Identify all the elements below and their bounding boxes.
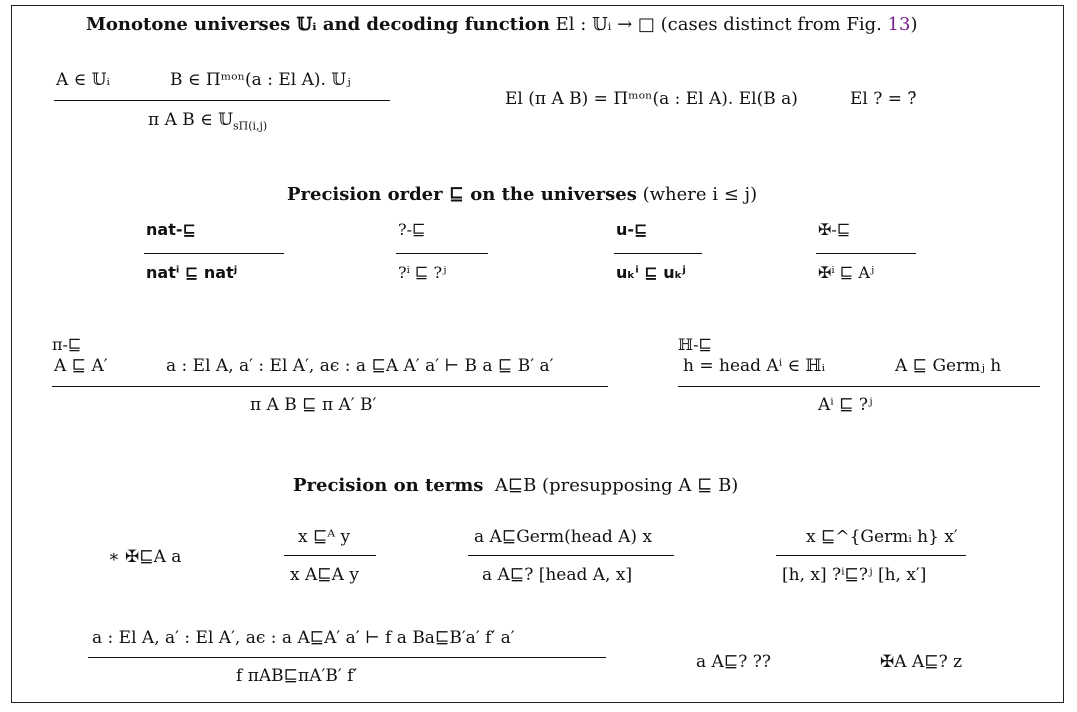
rule-err-name: ✠-⊑ [818,220,851,239]
term-germ-bar [468,555,674,556]
figure-ref-link[interactable]: 13 [887,14,911,35]
rule-u-bar [614,253,702,254]
term-err-unknown: ✠A A⊑? z [880,652,963,672]
eq-el-unknown: El ? = ?̄ [850,89,917,109]
rule-pi-prec-premise2: a : El A, a′ : El A′, aϵ : a ⊑A A′ a′ ⊢ … [166,356,554,376]
term-fun-premise: a : El A, a′ : El A′, aϵ : a A⊑A′ a′ ⊢ f… [92,628,515,648]
rule-pi-premise1: A ∈ 𝕌ᵢ [56,70,110,90]
rule-nat-bar [144,253,284,254]
rule-pi-prec-conclusion: π A B ⊑ π A′ B′ [250,395,377,415]
eq-el-pi: El (π A B) = Πᵐᵒⁿ(a : El A). El(B a) [505,89,798,109]
term-germ-premise: a A⊑Germ(head A) x [474,527,653,547]
rule-pi-prec-name: π-⊑ [52,335,82,354]
term-germ-conclusion: a A⊑? [head A, x] [482,565,633,585]
rule-u-name: u-⊑ [616,220,648,239]
term-fun-bar [88,657,606,658]
rule-pi-bar [54,100,390,101]
term-fun-conclusion: f πAB⊑πA′B′ f′ [236,666,358,686]
term-inj-premise: x ⊑^{Germᵢ h} x′ [806,527,958,547]
rule-nat-name: nat-⊑ [146,220,196,239]
rule-pi-prec-premise1: A ⊑ A′ [54,356,108,376]
rule-pi-premise2: B ∈ Πᵐᵒⁿ(a : El A). 𝕌ⱼ [170,70,351,90]
rule-unknown-bar [396,253,488,254]
term-err: ∗ ✠⊑A a [108,547,182,567]
term-base-bar [284,555,376,556]
rule-err-bar [816,253,916,254]
section3-title: Precision on terms A⊑B (presupposing A ⊑… [293,475,739,496]
rule-head-name: ℍ-⊑ [678,335,713,354]
figure-frame [11,5,1064,703]
term-unknown: a A⊑? ?? [696,652,771,672]
term-base-conclusion: x A⊑A y [290,565,359,585]
rule-err-conclusion: ✠ⁱ ⊑ Aʲ [818,263,875,282]
rule-head-bar [678,386,1040,387]
rule-head-premise2: A ⊑ Germⱼ h [895,356,1002,376]
rule-head-conclusion: Aⁱ ⊑ ?ʲ [818,395,873,415]
section2-title: Precision order ⊑ on the universes (wher… [287,184,758,205]
rule-nat-conclusion: natⁱ ⊑ natʲ [146,263,238,282]
section1-title: Monotone universes 𝕌ᵢ and decoding funct… [86,14,918,35]
rule-unknown-name: ?-⊑ [398,220,426,239]
term-inj-conclusion: [h, x] ?ⁱ⊑?ʲ [h, x′] [782,565,927,585]
rule-u-conclusion: uₖⁱ ⊑ uₖʲ [616,263,686,282]
term-base-premise: x ⊑ᴬ y [298,527,351,547]
term-inj-bar [776,555,966,556]
rule-head-premise1: h = head Aⁱ ∈ ℍᵢ [683,356,826,376]
rule-unknown-conclusion: ?ⁱ ⊑ ?ʲ [398,263,447,282]
rule-pi-prec-bar [52,386,608,387]
rule-pi-conclusion: π A B ∈ 𝕌sΠ(i,j) [148,110,268,133]
